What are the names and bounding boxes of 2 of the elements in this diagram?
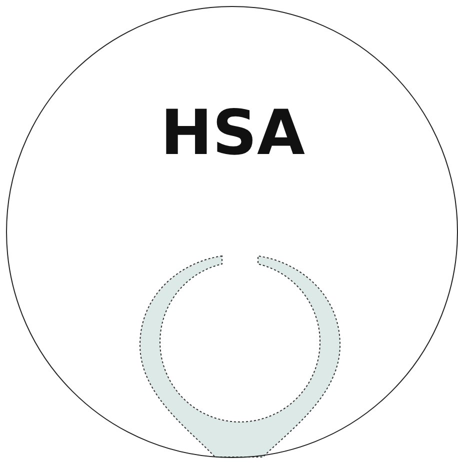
- protein-circle: [6, 6, 458, 458]
- protein-name: HSA: [160, 102, 306, 164]
